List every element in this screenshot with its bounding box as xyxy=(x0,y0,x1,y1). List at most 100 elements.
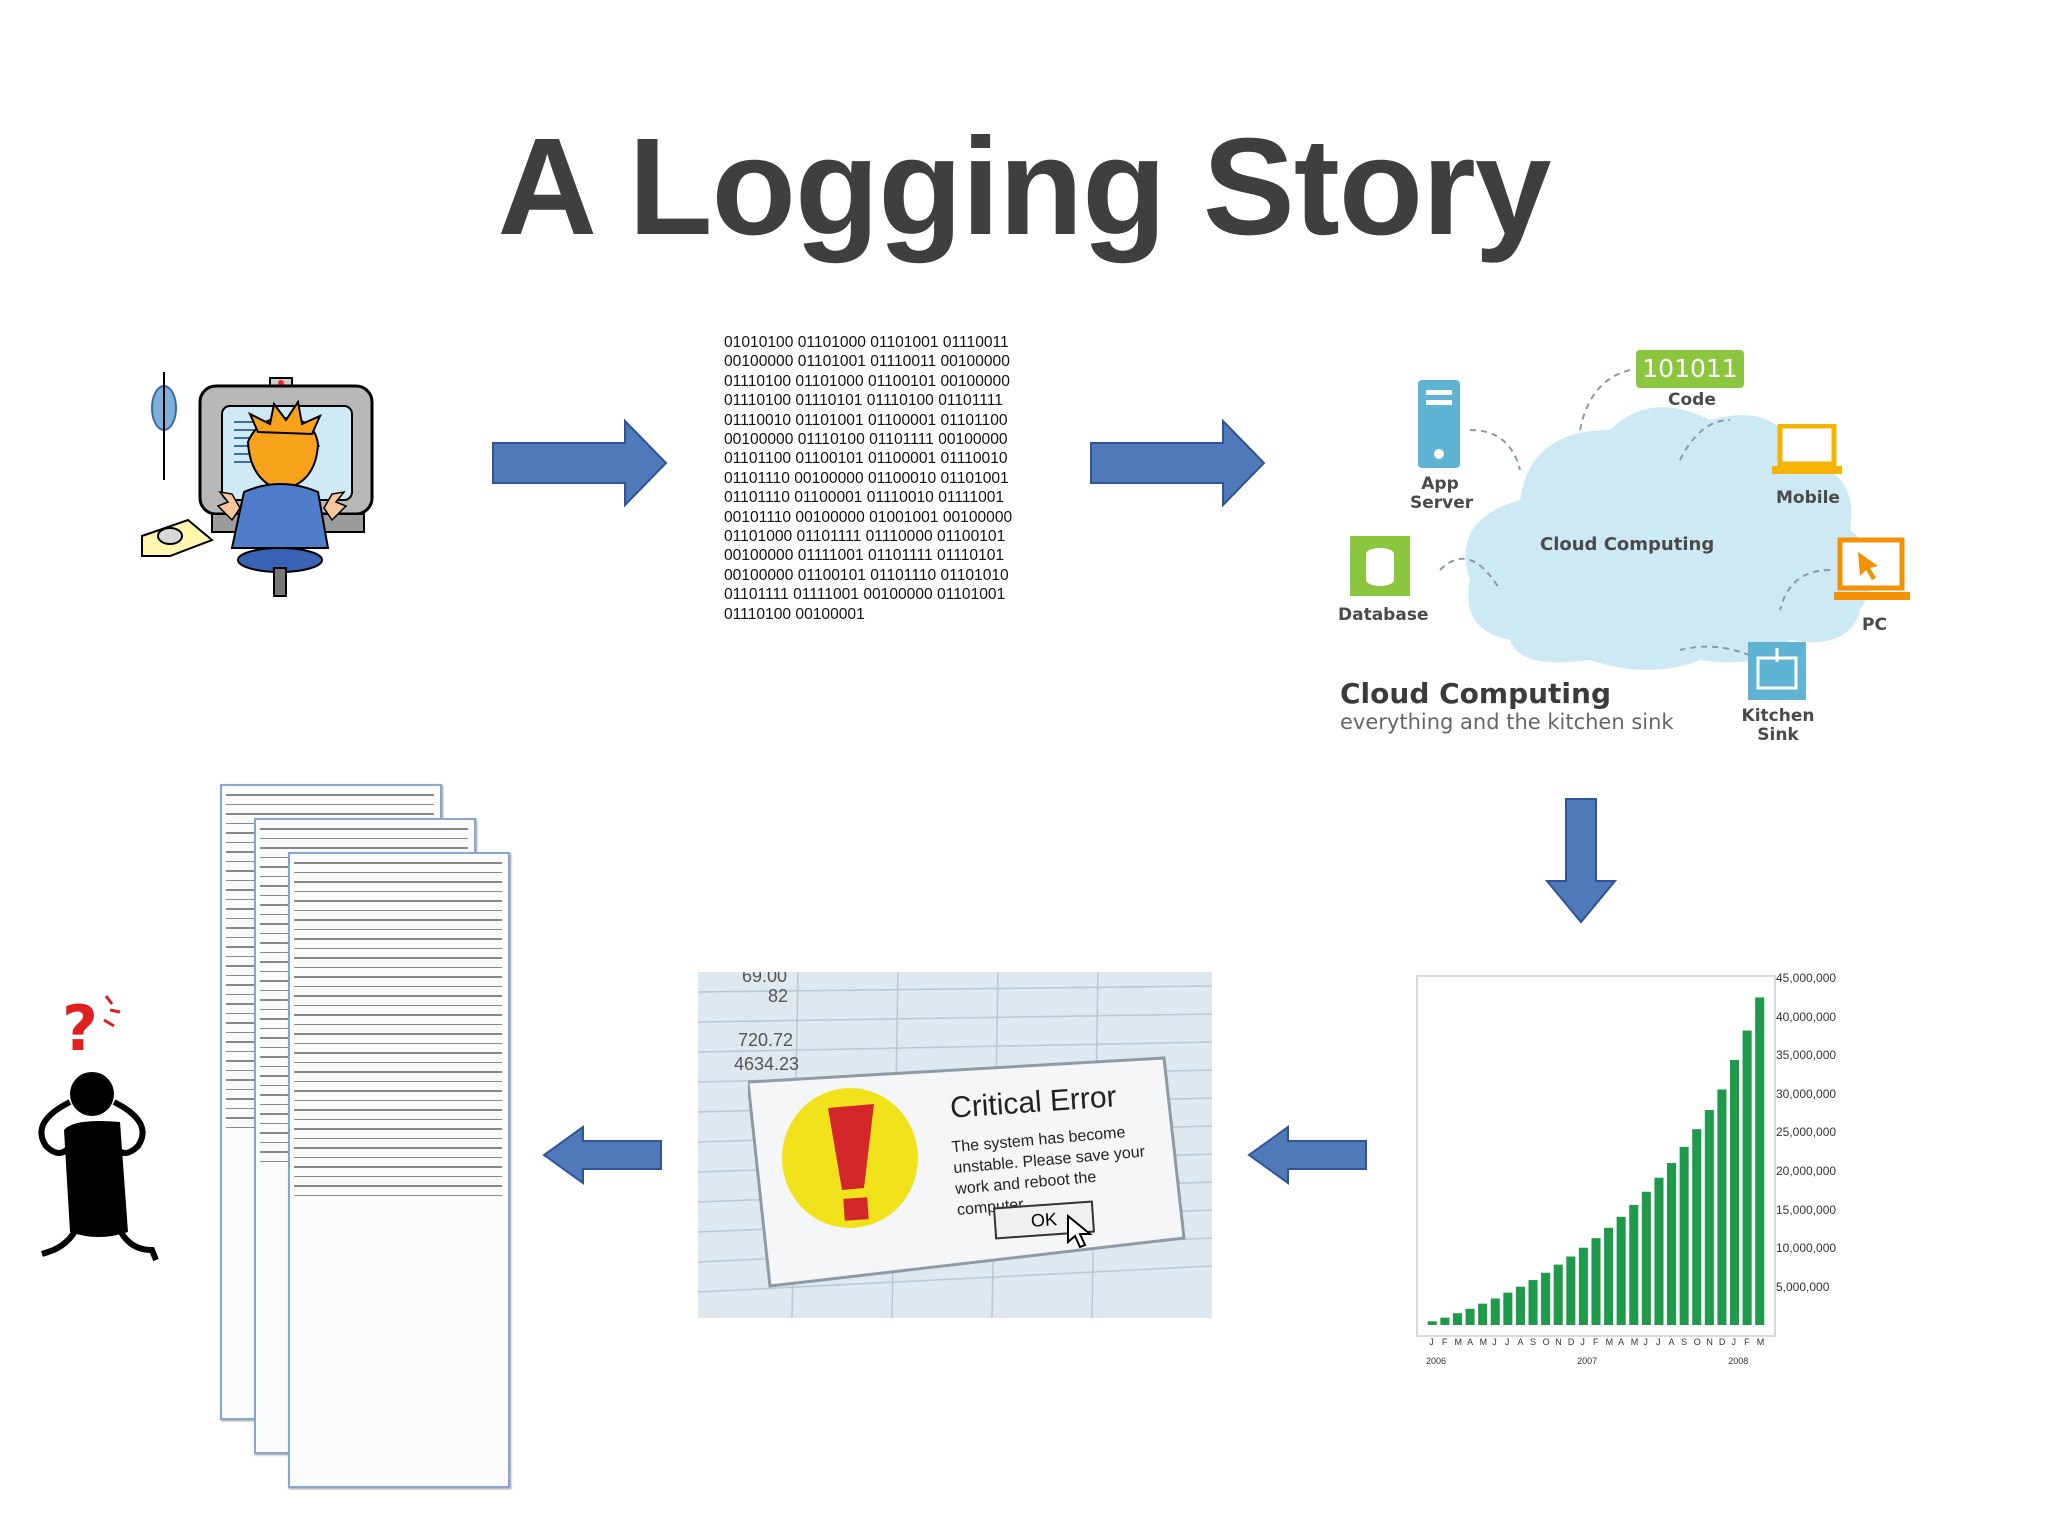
chart-bar xyxy=(1478,1303,1488,1325)
chart-x-tick-label: J xyxy=(1580,1337,1585,1347)
chart-x-tick-label: N xyxy=(1555,1337,1562,1347)
chart-x-tick-label: M xyxy=(1630,1337,1639,1347)
chart-bar xyxy=(1553,1264,1563,1325)
chart-x-tick-label: F xyxy=(1441,1337,1448,1347)
chart-x-tick-label: S xyxy=(1681,1337,1688,1347)
binary-line: 00100000 01101001 01110011 00100000 xyxy=(724,353,1010,371)
binary-line: 01101100 01100101 01100001 01110010 xyxy=(724,450,1008,468)
database-icon xyxy=(1350,536,1410,596)
chart-bar xyxy=(1578,1247,1588,1325)
chart-bar xyxy=(1641,1191,1651,1325)
database-label: Database xyxy=(1338,605,1429,625)
binary-line: 01010100 01101000 01101001 01110011 xyxy=(724,334,1009,351)
binary-line: 00100000 01110100 01101111 00100000 xyxy=(724,431,1008,449)
confused-person-icon: ? xyxy=(38,992,159,1262)
pc-label: PC xyxy=(1862,615,1887,635)
binary-line: 01110100 00100001 xyxy=(724,605,865,623)
binary-line: 01110100 01101000 01100101 00100000 xyxy=(724,372,1010,390)
chart-bar xyxy=(1692,1129,1702,1325)
binary-line: 01101000 01101111 01110000 01100101 xyxy=(724,528,1006,546)
code-label: Code xyxy=(1668,390,1716,410)
chart-bar xyxy=(1679,1146,1689,1325)
chart-bar xyxy=(1440,1317,1450,1325)
cloud-subheading: everything and the kitchen sink xyxy=(1340,710,1674,734)
chart-bar xyxy=(1616,1216,1626,1325)
chart-y-tick-label: 15,000,000 xyxy=(1776,1202,1837,1217)
cell-value: 720.72 xyxy=(738,1030,794,1050)
kitchen-sink-label: Kitchen Sink xyxy=(1741,706,1815,745)
chart-bar xyxy=(1704,1110,1714,1325)
chart-x-tick-label: D xyxy=(1567,1337,1575,1347)
pc-icon xyxy=(1834,537,1910,600)
binary-text-block: 01010100 01101000 01101001 01110011 0010… xyxy=(724,333,1064,624)
chart-y-tick-label: 30,000,000 xyxy=(1776,1086,1837,1101)
chart-bar xyxy=(1629,1205,1639,1325)
mobile-laptop-icon xyxy=(1772,424,1842,474)
binary-line: 00100000 01111001 01101111 01110101 xyxy=(724,547,1005,565)
chart-year-label: 2008 xyxy=(1728,1356,1749,1366)
binary-line: 01101111 01111001 00100000 01101001 xyxy=(724,586,1006,604)
binary-line: 00101110 00100000 01001001 00100000 xyxy=(724,508,1013,526)
chart-x-tick-label: N xyxy=(1706,1337,1713,1347)
cell-value: 4634.23 xyxy=(734,1054,800,1074)
chart-bar xyxy=(1729,1059,1740,1325)
cloud-connector-lines xyxy=(1439,369,1831,661)
binary-line: 01101110 01100001 01110010 01111001 xyxy=(724,489,1005,507)
critical-error-photo: 69.00 82 720.72 4634.23 Critical Error T… xyxy=(698,972,1212,1318)
cloud-center-label: Cloud Computing xyxy=(1540,534,1715,555)
chart-x-tick-label: J xyxy=(1429,1337,1434,1347)
chart-x-tick-label: S xyxy=(1530,1337,1537,1347)
exclamation-warning-icon xyxy=(782,1088,918,1228)
chart-x-tick-label: J xyxy=(1655,1337,1661,1347)
chart-bar xyxy=(1541,1272,1551,1325)
chart-x-tick-label: J xyxy=(1731,1337,1737,1347)
app-server-label: App Server xyxy=(1410,474,1474,513)
arrow-down xyxy=(1544,798,1618,924)
mobile-label: Mobile xyxy=(1776,488,1840,508)
chart-x-tick-label: J xyxy=(1504,1337,1510,1347)
chart-bar xyxy=(1528,1280,1538,1325)
chart-year-label: 2007 xyxy=(1577,1356,1598,1366)
chart-bar xyxy=(1490,1298,1500,1325)
chart-bars xyxy=(1427,997,1765,1325)
arrow-left-2 xyxy=(542,1125,662,1185)
chart-year-label: 2006 xyxy=(1426,1356,1447,1366)
binary-line: 00100000 01100101 01101110 01101010 xyxy=(724,566,1009,584)
arrow-right-2 xyxy=(1090,418,1266,508)
chart-bar xyxy=(1742,1030,1752,1325)
chart-y-tick-label: 5,000,000 xyxy=(1776,1279,1830,1294)
code-badge: 101011 xyxy=(1636,350,1744,388)
chart-y-tick-label: 10,000,000 xyxy=(1776,1241,1837,1256)
kitchen-sink-icon xyxy=(1748,642,1806,700)
chart-bar xyxy=(1591,1238,1601,1325)
chart-x-tick-label: M xyxy=(1479,1337,1488,1347)
log-file-page xyxy=(288,852,510,1488)
cell-value: 69.00 xyxy=(742,972,788,986)
chart-x-tick-label: A xyxy=(1467,1337,1474,1347)
chart-x-tick-label: J xyxy=(1492,1337,1497,1347)
programmer-clipart xyxy=(141,372,374,597)
chart-bar xyxy=(1515,1286,1525,1325)
chart-x-tick-label: A xyxy=(1618,1337,1625,1347)
cloud-computing-diagram xyxy=(1439,369,1873,670)
chart-x-tick-label: M xyxy=(1605,1337,1614,1347)
chart-y-tick-label: 40,000,000 xyxy=(1776,1009,1837,1024)
chart-x-tick-label: M xyxy=(1454,1337,1462,1347)
growth-chart xyxy=(1416,975,1776,1337)
binary-line: 01101110 00100000 01100010 01101001 xyxy=(724,469,1009,487)
chart-y-tick-label: 20,000,000 xyxy=(1776,1164,1837,1178)
chart-x-tick-label: A xyxy=(1668,1337,1675,1347)
chart-bar xyxy=(1667,1163,1677,1325)
cloud-heading: Cloud Computing xyxy=(1340,677,1612,710)
chart-x-tick-label: M xyxy=(1756,1337,1765,1347)
chart-bar xyxy=(1755,997,1765,1325)
app-server-icon xyxy=(1418,380,1460,468)
chart-bar xyxy=(1452,1313,1463,1325)
chart-bar xyxy=(1427,1321,1437,1325)
chart-y-tick-label: 35,000,000 xyxy=(1776,1048,1837,1063)
chart-bar xyxy=(1604,1227,1614,1325)
chart-x-tick-label: F xyxy=(1744,1337,1750,1347)
chart-x-tick-label: O xyxy=(1542,1337,1550,1347)
chart-bar xyxy=(1654,1177,1664,1325)
binary-line: 01110010 01101001 01100001 01101100 xyxy=(724,411,1008,429)
